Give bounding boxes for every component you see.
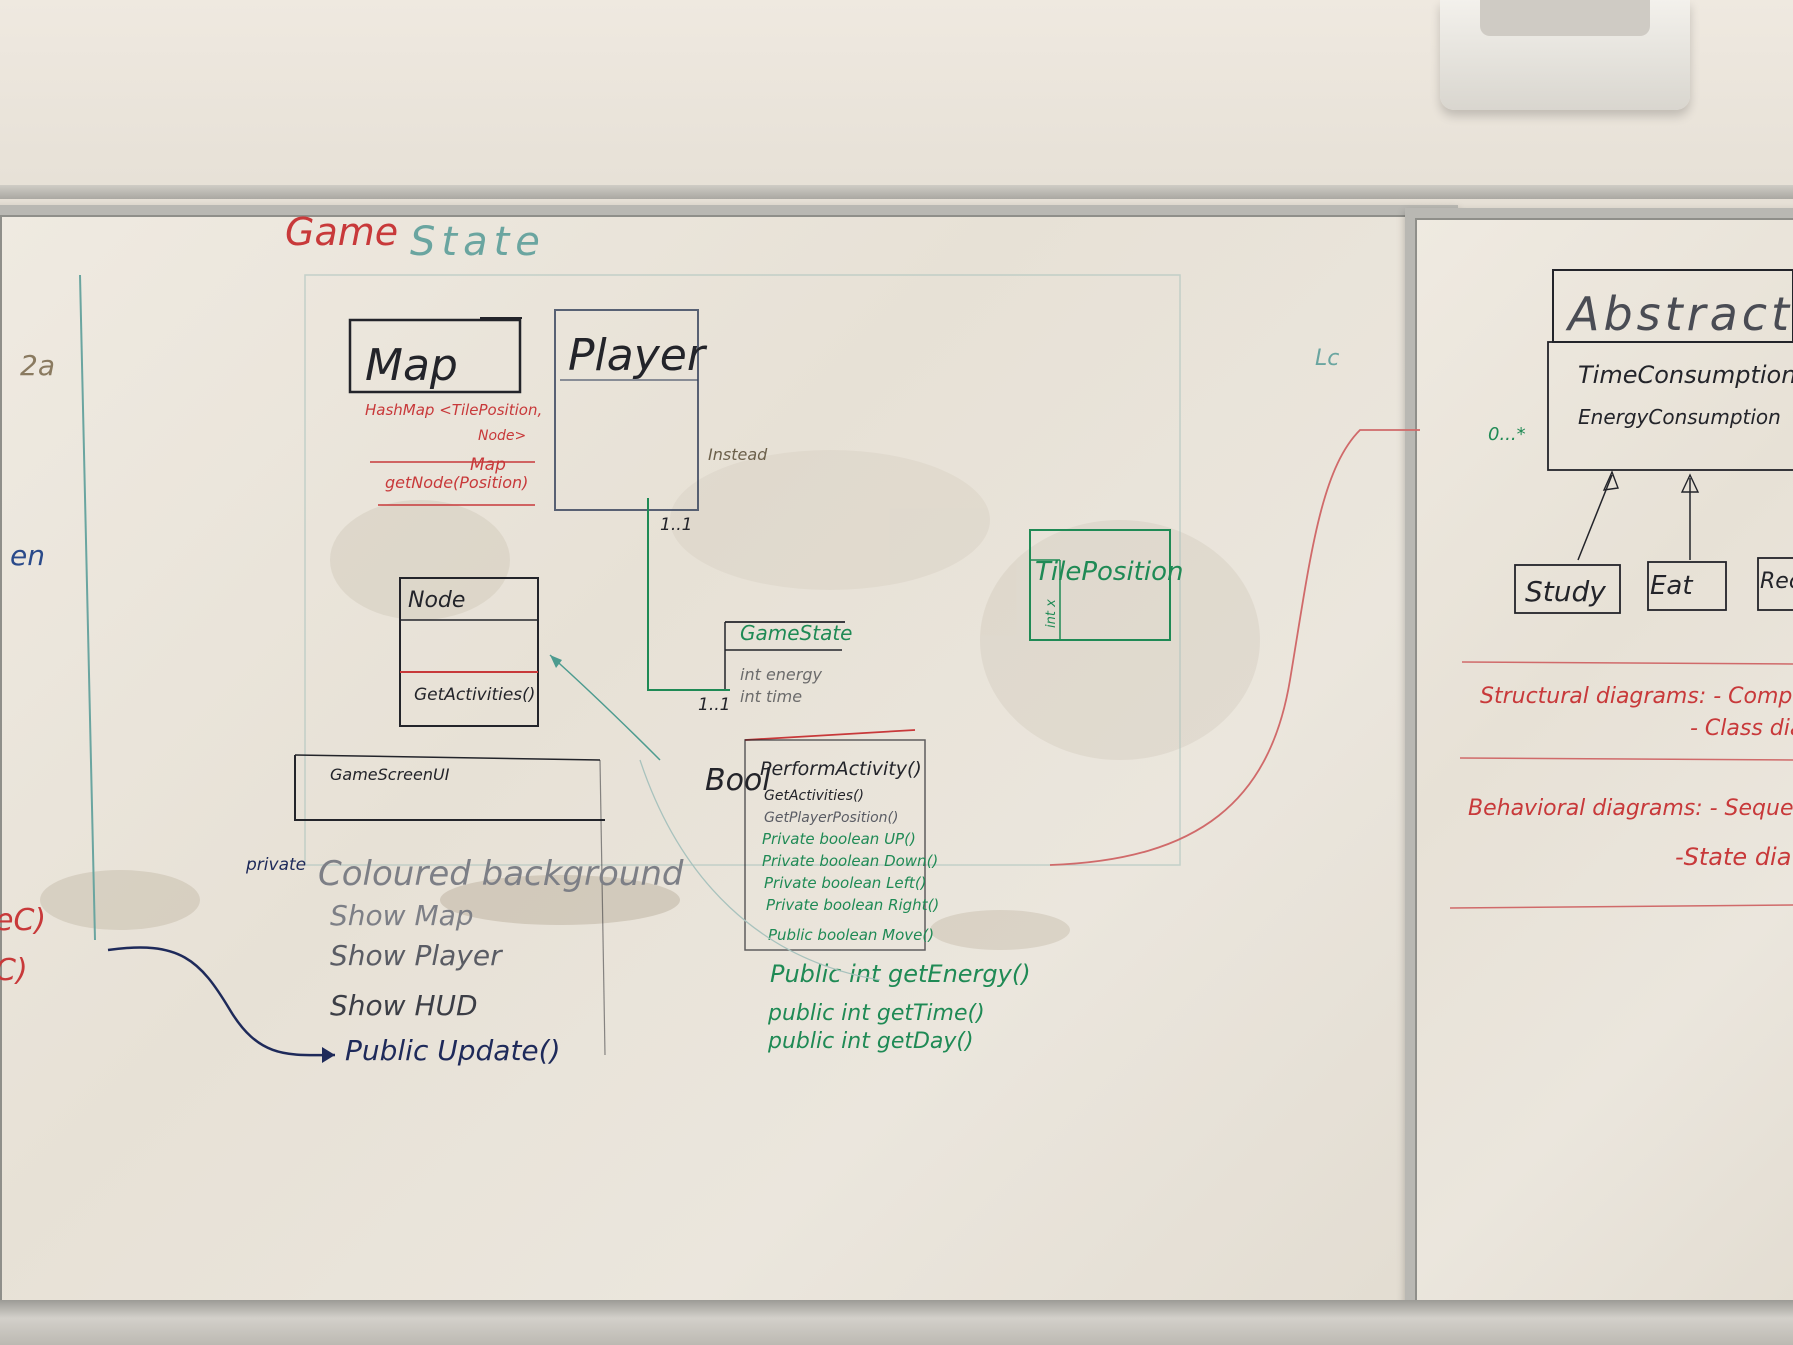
abstract-class-title: Abstract C (1565, 287, 1793, 341)
map-method-getnode: getNode(Position) (385, 473, 528, 492)
subclass-eat: Eat (1650, 571, 1693, 601)
left-fragments: en eC) C) 2a (0, 274, 96, 988)
node-method: GetActivities() (414, 685, 535, 705)
subclass-rec: Rec (1760, 569, 1793, 594)
eraser-smudges (40, 450, 1260, 950)
structural-diagrams-label: Structural diagrams: - Componen (1480, 684, 1793, 709)
gamestate-bool-label: Bool (705, 763, 771, 798)
gamescreen-method-showplayer: Show Player (330, 939, 503, 972)
gamestate-public-gettime: public int getTime() (767, 1001, 985, 1026)
behavioral-state-diag: -State dia (1675, 843, 1791, 871)
map-class-name: Map (365, 340, 458, 391)
map-attr-node: Node> (478, 428, 526, 444)
gamescreen-class: GameScreenUI private Coloured background… (107, 754, 684, 1067)
gamescreen-attr-background: Coloured background (318, 854, 684, 894)
gamestate-public-getenergy: Public int getEnergy() (770, 960, 1031, 988)
map-class: Map HashMap <TilePosition, Node> Map get… (348, 317, 542, 506)
gamescreen-method-showmap: Show Map (330, 899, 474, 932)
player-class: Player Instead (554, 309, 768, 511)
title-state: State (410, 219, 546, 265)
gamestate-attr-time: int time (740, 687, 802, 706)
tileposition-attr-x: int x (1044, 599, 1059, 628)
map-attr-map: Map (470, 455, 506, 475)
gamestate-method-perform: PerformActivity() (760, 758, 922, 780)
multiplicity-gamestate: 1..1 (698, 695, 730, 715)
left-fragment-2a: 2a (20, 349, 55, 382)
gamescreen-method-update: Public Update() (345, 1034, 561, 1067)
gamescreen-private-label: private (245, 855, 306, 875)
gamestate-method-left: Private boolean Left() (764, 874, 927, 892)
right-board-content: Abstract C TimeConsumption EnergyConsump… (1449, 269, 1793, 909)
gamestate-class: GameState int energy int time Bool Perfo… (705, 621, 1031, 1054)
gamestate-attr-energy: int energy (740, 665, 823, 684)
instead-label: Instead (708, 445, 768, 464)
left-fragment-en: en (10, 539, 45, 572)
subclass-study: Study (1525, 575, 1606, 608)
marker-tray (0, 1300, 1793, 1345)
gamestate-method-up: Private boolean UP() (762, 830, 916, 848)
gamestate-method-down: Private boolean Down() (762, 852, 938, 870)
multiplicity-player: 1..1 (660, 515, 692, 535)
tileposition-class-name: TilePosition (1035, 557, 1183, 587)
title: Game State (285, 210, 546, 265)
gamestate-method-getactivities: GetActivities() (764, 788, 864, 804)
gamescreen-class-name: GameScreenUI (330, 765, 450, 784)
left-fragment-ec: eC) (0, 903, 46, 938)
board-top-rail (0, 185, 1793, 199)
behavioral-diagrams-label: Behavioral diagrams: - Sequence/ (1468, 796, 1793, 821)
gamestate-method-move: Public boolean Move() (768, 926, 934, 944)
gamescreen-method-showhud: Show HUD (330, 989, 478, 1022)
gamestate-class-name: GameState (740, 621, 852, 645)
left-fragment-c: C) (0, 953, 28, 988)
player-class-name: Player (568, 330, 708, 381)
package-outline (304, 274, 1181, 866)
structural-class-diag: - Class diag (1690, 716, 1793, 741)
map-attr-hashmap: HashMap <TilePosition, (365, 401, 542, 419)
wall-speaker (1440, 0, 1690, 110)
lc-label: Lc (1315, 346, 1339, 371)
tileposition-class: TilePosition int x (1029, 529, 1183, 641)
associations: 1..1 1..1 Lc (549, 346, 1420, 981)
abstract-attr-energy: EnergyConsumption (1578, 405, 1781, 429)
gamestate-public-getday: public int getDay() (767, 1029, 974, 1054)
node-class: Node GetActivities() (399, 577, 539, 727)
gamestate-method-right: Private boolean Right() (766, 896, 939, 914)
title-game: Game (285, 210, 398, 254)
abstract-attr-time: TimeConsumption (1578, 361, 1793, 389)
abstract-multiplicity: 0...* (1488, 424, 1526, 445)
gamestate-method-getplayerposition: GetPlayerPosition() (764, 810, 898, 826)
whiteboard-main (0, 205, 1458, 1315)
node-class-name: Node (408, 588, 465, 613)
